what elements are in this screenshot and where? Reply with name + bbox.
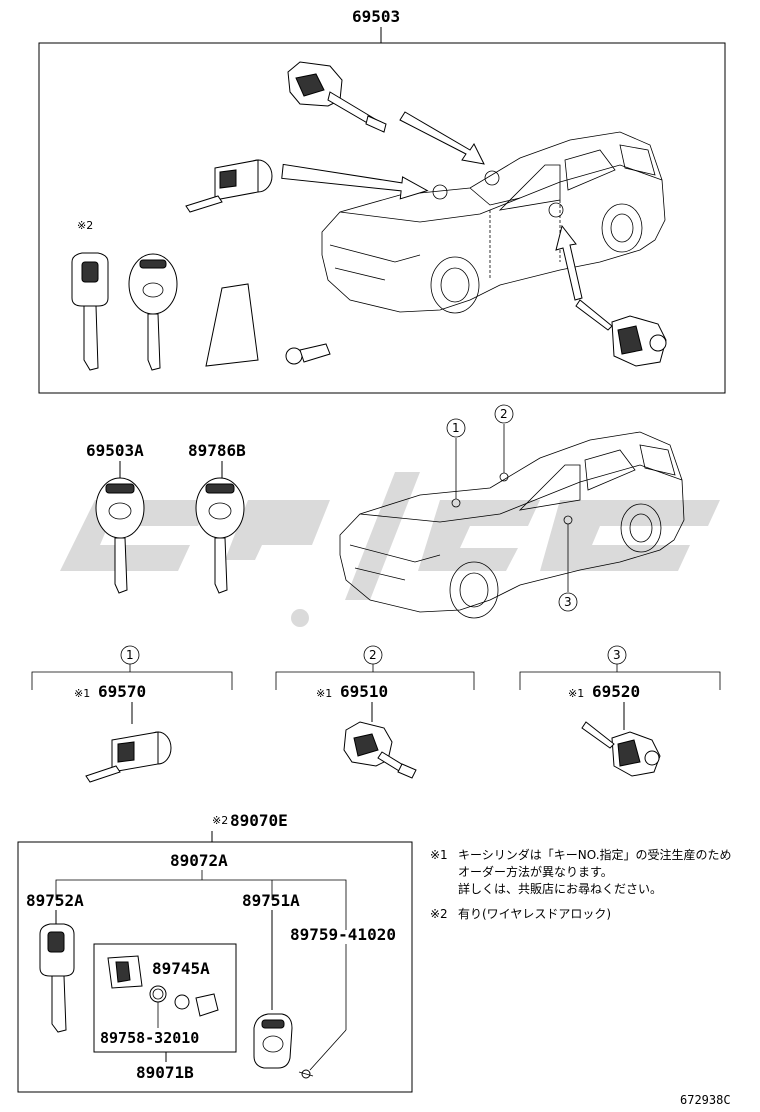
ignition-cylinder-part-icon bbox=[85, 731, 172, 783]
bracket-2 bbox=[275, 664, 475, 690]
front-door-cylinder-part-icon bbox=[343, 721, 417, 779]
svg-text:2: 2 bbox=[369, 648, 377, 662]
front-door-cylinder-mark: ※1 bbox=[316, 687, 332, 700]
battery-icon bbox=[149, 985, 167, 1003]
board-part-number[interactable]: 89745A bbox=[152, 959, 210, 978]
note-2-mark: ※2 bbox=[430, 907, 448, 921]
ref-marker-2: 2 bbox=[363, 645, 383, 665]
ignition-cylinder-part-number[interactable]: 69570 bbox=[98, 682, 146, 701]
rear-door-cylinder-icon bbox=[575, 299, 667, 367]
battery-part-number[interactable]: 89758-32010 bbox=[100, 1029, 199, 1047]
ref-marker-1-car: 1 bbox=[446, 418, 466, 438]
transmitter-assy-part-number[interactable]: 89070E bbox=[230, 811, 288, 830]
master-key-icon-top bbox=[128, 253, 178, 371]
key-blade-icon bbox=[39, 923, 75, 1033]
clip-icon bbox=[285, 343, 331, 365]
ignition-cylinder-mark: ※1 bbox=[74, 687, 90, 700]
ref-marker-2-car: 2 bbox=[494, 404, 514, 424]
group-part-number[interactable]: 69503 bbox=[352, 7, 400, 26]
svg-text:3: 3 bbox=[564, 595, 572, 609]
front-door-cylinder-part-number[interactable]: 69510 bbox=[340, 682, 388, 701]
kit-part-number[interactable]: 89071B bbox=[136, 1063, 194, 1082]
sub-key-part-number[interactable]: 89786B bbox=[188, 441, 246, 460]
ref-marker-3-car: 3 bbox=[558, 592, 578, 612]
figure-reference: 672938C bbox=[680, 1093, 731, 1107]
group-frame bbox=[38, 42, 726, 394]
transmitter-frame bbox=[17, 841, 413, 1093]
svg-text:1: 1 bbox=[452, 421, 460, 435]
sub-key-icon bbox=[195, 477, 245, 594]
gasket-icon bbox=[195, 993, 219, 1017]
battery-cover-icon bbox=[174, 994, 190, 1010]
rear-door-cylinder-part-icon bbox=[581, 721, 661, 777]
screw-part-number[interactable]: 89759-41020 bbox=[290, 925, 396, 944]
note-1-line-3: 詳しくは、共販店にお尋ねください。 bbox=[458, 881, 662, 896]
bracket-1 bbox=[31, 664, 233, 690]
ref-marker-3: 3 bbox=[607, 645, 627, 665]
svg-text:2: 2 bbox=[500, 407, 508, 421]
rear-door-cylinder-part-number[interactable]: 69520 bbox=[592, 682, 640, 701]
bracket-3 bbox=[519, 664, 721, 690]
rear-door-cylinder-mark: ※1 bbox=[568, 687, 584, 700]
transmitter-case-icon bbox=[253, 1013, 293, 1069]
screw-leader-diagonal bbox=[309, 1029, 347, 1071]
arrow-to-door bbox=[399, 111, 485, 165]
door-lock-cylinder-icon bbox=[287, 61, 387, 133]
ref-marker-1: 1 bbox=[120, 645, 140, 665]
label-tag-icon bbox=[205, 283, 259, 367]
arrow-to-ignition bbox=[281, 163, 429, 200]
kit-inner-frame bbox=[93, 943, 237, 1053]
key-blade-part-number[interactable]: 89752A bbox=[26, 891, 84, 910]
wireless-key-icon-top bbox=[71, 252, 109, 371]
sub-assy-bracket bbox=[55, 870, 347, 930]
case-part-number[interactable]: 89751A bbox=[242, 891, 300, 910]
svg-text:3: 3 bbox=[613, 648, 621, 662]
transmitter-mark: ※2 bbox=[212, 814, 228, 827]
svg-text:1: 1 bbox=[126, 648, 134, 662]
car-drawing-middle bbox=[339, 424, 685, 619]
master-key-icon bbox=[95, 477, 145, 594]
watermark-logo bbox=[60, 472, 720, 627]
master-key-part-number[interactable]: 69503A bbox=[86, 441, 144, 460]
key-mark: ※2 bbox=[77, 219, 93, 232]
note-1-line-1: キーシリンダは「キーNO.指定」の受注生産のため bbox=[458, 847, 732, 862]
note-2-line-1: 有り(ワイヤレスドアロック) bbox=[458, 907, 611, 921]
arrow-to-rear-door bbox=[555, 224, 583, 301]
transmitter-sub-assy-part-number[interactable]: 89072A bbox=[170, 851, 228, 870]
note-1-line-2: オーダー方法が異なります。 bbox=[458, 864, 613, 879]
car-drawing-top bbox=[321, 131, 666, 314]
ignition-cylinder-icon bbox=[185, 159, 273, 213]
note-1-mark: ※1 bbox=[430, 848, 448, 862]
screw-icon bbox=[298, 1069, 314, 1079]
transmitter-board-icon bbox=[107, 955, 143, 989]
